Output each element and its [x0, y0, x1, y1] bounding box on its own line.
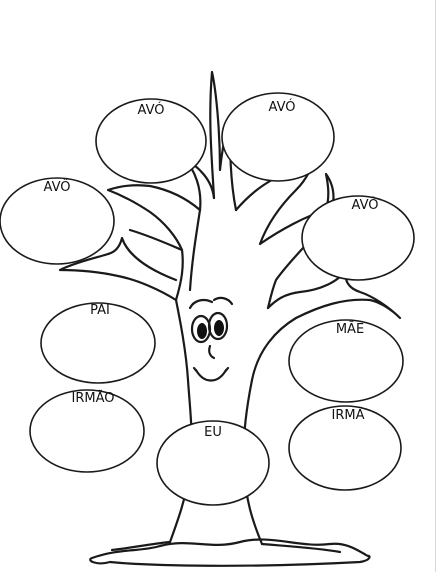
- oval-irma[interactable]: [288, 405, 402, 491]
- oval-avo-paterno[interactable]: [0, 177, 115, 265]
- oval-avo-paterna[interactable]: [221, 92, 335, 182]
- tree-smile: [192, 366, 230, 382]
- page-edge-line: [435, 0, 436, 572]
- label-pai: PAI: [90, 303, 110, 318]
- label-avo-paterno: AVÔ: [44, 179, 71, 195]
- tree-eye-right: [207, 311, 229, 341]
- oval-avo-materna[interactable]: [95, 98, 207, 184]
- branch-left-upper: [106, 184, 202, 302]
- label-mae: MÃE: [336, 321, 364, 337]
- branch-left-main: [180, 154, 216, 292]
- tree-trunk: [168, 298, 298, 546]
- oval-mae[interactable]: [288, 319, 404, 403]
- label-avo-paterna: AVÓ: [269, 99, 296, 115]
- tree-brows: [188, 296, 234, 310]
- oval-irmao[interactable]: [29, 389, 145, 473]
- label-irmao: IRMÃO: [72, 390, 115, 406]
- label-avo-materno: AVÔ: [352, 197, 379, 213]
- label-irma: IRMÃ: [332, 407, 365, 423]
- label-avo-materna: AVÓ: [138, 102, 165, 118]
- oval-eu[interactable]: [156, 420, 270, 506]
- oval-avo-materno[interactable]: [301, 195, 415, 281]
- tree-ground: [89, 538, 371, 567]
- label-eu: EU: [204, 425, 222, 440]
- oval-pai[interactable]: [40, 302, 156, 384]
- tree-roots: [110, 540, 342, 554]
- branch-lower-left: [58, 236, 178, 302]
